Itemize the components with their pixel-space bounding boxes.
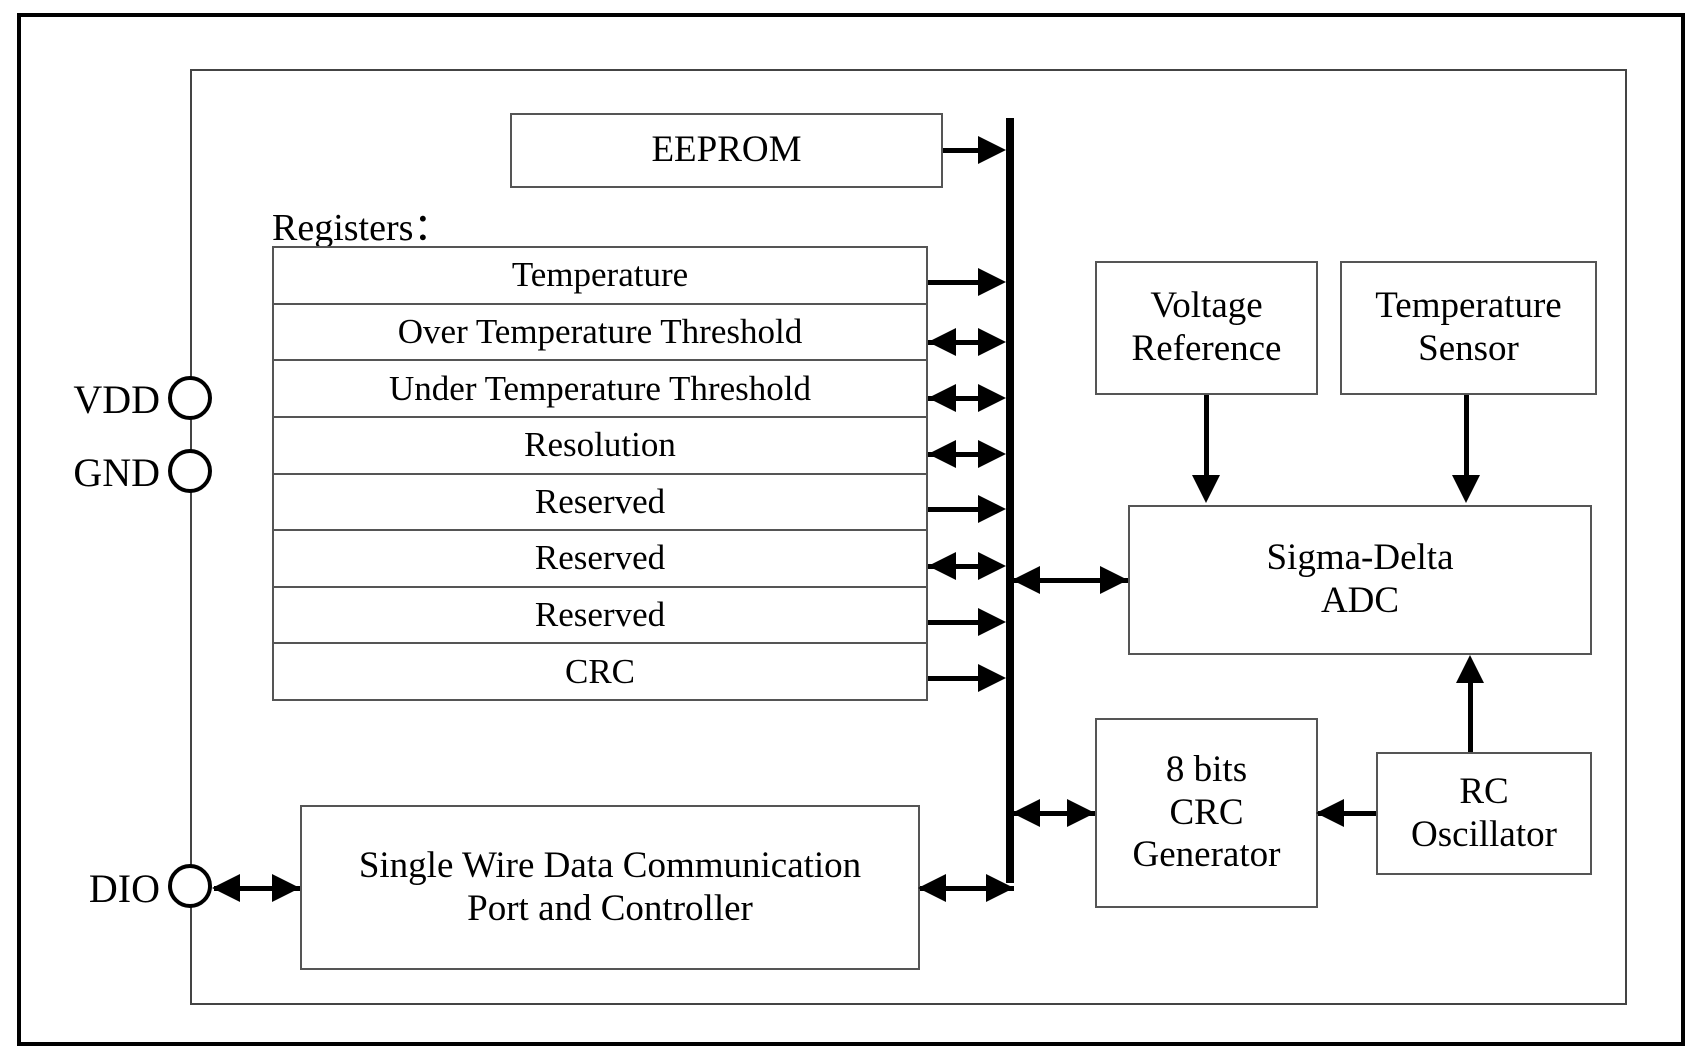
block-crc-generator: 8 bits CRC Generator: [1095, 718, 1318, 908]
register-row-label: Resolution: [524, 425, 676, 465]
registers-label: Registers：: [272, 207, 452, 249]
block-sigma-delta-adc: Sigma-Delta ADC: [1128, 505, 1592, 655]
adc-label-line1: Sigma-Delta: [1266, 537, 1454, 579]
pin-gnd[interactable]: [168, 449, 212, 493]
comm-port-label-line1: Single Wire Data Communication: [358, 844, 862, 886]
commport-bus-arrowhead-right: [986, 874, 1014, 902]
table-row: Resolution: [274, 418, 926, 475]
bus-crc-line: [1014, 811, 1095, 816]
comm-port-label-line2: Port and Controller: [467, 887, 753, 929]
dio-commport-line: [214, 886, 300, 891]
temperature-sensor-label-line1: Temperature: [1375, 285, 1562, 327]
dio-commport-arrowhead-right: [272, 874, 300, 902]
reg5-arrowhead-right: [978, 495, 1006, 523]
reg2-arrowhead-right: [978, 328, 1006, 356]
adc-label-line2: ADC: [1320, 580, 1400, 621]
eeprom-bus-line: [943, 148, 998, 153]
voltage-reference-label-line2: Reference: [1131, 328, 1282, 369]
reg6-arrowhead-left: [928, 552, 956, 580]
commport-bus-line: [920, 886, 1014, 891]
register-row-label: Under Temperature Threshold: [389, 368, 811, 408]
rc-crc-line: [1318, 811, 1376, 816]
chip-boundary: [190, 69, 1627, 1005]
bus-crc-arrowhead-right: [1067, 799, 1095, 827]
reg6-arrowhead-right: [978, 552, 1006, 580]
block-voltage-reference: Voltage Reference: [1095, 261, 1318, 395]
reg3-bus-line: [928, 396, 998, 401]
pin-label-vdd: VDD: [73, 377, 160, 422]
block-rc-oscillator: RC Oscillator: [1376, 752, 1592, 875]
internal-data-bus: [1006, 118, 1014, 883]
vref-adc-arrowhead-down: [1192, 475, 1220, 503]
rc-oscillator-label-line1: RC: [1459, 770, 1509, 812]
table-row: Reserved: [274, 531, 926, 588]
register-row-label: Reserved: [534, 538, 666, 578]
rc-crc-arrowhead-left: [1316, 799, 1344, 827]
register-row-label: Temperature: [511, 255, 689, 295]
crc-generator-label-line2: CRC: [1169, 791, 1244, 833]
temperature-sensor-label-line2: Sensor: [1418, 328, 1519, 369]
rc-adc-line: [1468, 680, 1473, 752]
register-row-label: Reserved: [534, 481, 666, 521]
pin-label-gnd: GND: [73, 450, 160, 495]
reg2-bus-line: [928, 340, 998, 345]
reg6-bus-line: [928, 564, 998, 569]
table-row: Under Temperature Threshold: [274, 361, 926, 418]
reg4-arrowhead-right: [978, 440, 1006, 468]
bus-adc-arrowhead-right: [1100, 566, 1128, 594]
dio-commport-arrowhead-left: [212, 874, 240, 902]
reg7-bus-line: [928, 620, 998, 625]
pin-label-dio: DIO: [88, 866, 160, 911]
commport-bus-arrowhead-left: [918, 874, 946, 902]
reg5-bus-line: [928, 507, 998, 512]
crc-generator-label-line3: Generator: [1132, 834, 1281, 876]
register-row-label: Over Temperature Threshold: [397, 311, 803, 351]
bus-crc-arrowhead-left: [1012, 799, 1040, 827]
table-row: Reserved: [274, 475, 926, 532]
eeprom-bus-arrowhead-right: [978, 136, 1006, 164]
register-row-label: Reserved: [534, 595, 666, 635]
register-row-label: CRC: [564, 651, 636, 691]
reg4-bus-line: [928, 452, 998, 457]
register-table: Temperature Over Temperature Threshold U…: [272, 246, 928, 701]
reg2-arrowhead-left: [928, 328, 956, 356]
reg7-arrowhead-right: [978, 608, 1006, 636]
outer-frame: [17, 13, 1685, 1046]
table-row: Over Temperature Threshold: [274, 305, 926, 362]
pin-vdd[interactable]: [168, 376, 212, 420]
voltage-reference-label-line1: Voltage: [1150, 285, 1263, 327]
table-row: CRC: [274, 644, 926, 699]
rc-adc-arrowhead-up: [1456, 655, 1484, 683]
block-eeprom: EEPROM: [510, 113, 943, 188]
reg8-arrowhead-right: [978, 664, 1006, 692]
table-row: Temperature: [274, 248, 926, 305]
pin-dio[interactable]: [168, 864, 212, 908]
eeprom-label: EEPROM: [651, 129, 802, 171]
bus-adc-line: [1014, 578, 1128, 583]
reg1-arrowhead-right: [978, 268, 1006, 296]
crc-generator-label-line1: 8 bits: [1165, 748, 1248, 790]
reg1-bus-line: [928, 280, 998, 285]
bus-adc-arrowhead-left: [1012, 566, 1040, 594]
reg4-arrowhead-left: [928, 440, 956, 468]
tsensor-adc-line: [1464, 395, 1469, 480]
reg3-arrowhead-right: [978, 384, 1006, 412]
rc-oscillator-label-line2: Oscillator: [1411, 813, 1557, 855]
vref-adc-line: [1204, 395, 1209, 480]
reg3-arrowhead-left: [928, 384, 956, 412]
block-temperature-sensor: Temperature Sensor: [1340, 261, 1597, 395]
tsensor-adc-arrowhead-down: [1452, 475, 1480, 503]
block-comm-port-controller: Single Wire Data Communication Port and …: [300, 805, 920, 970]
table-row: Reserved: [274, 588, 926, 645]
reg8-bus-line: [928, 676, 998, 681]
